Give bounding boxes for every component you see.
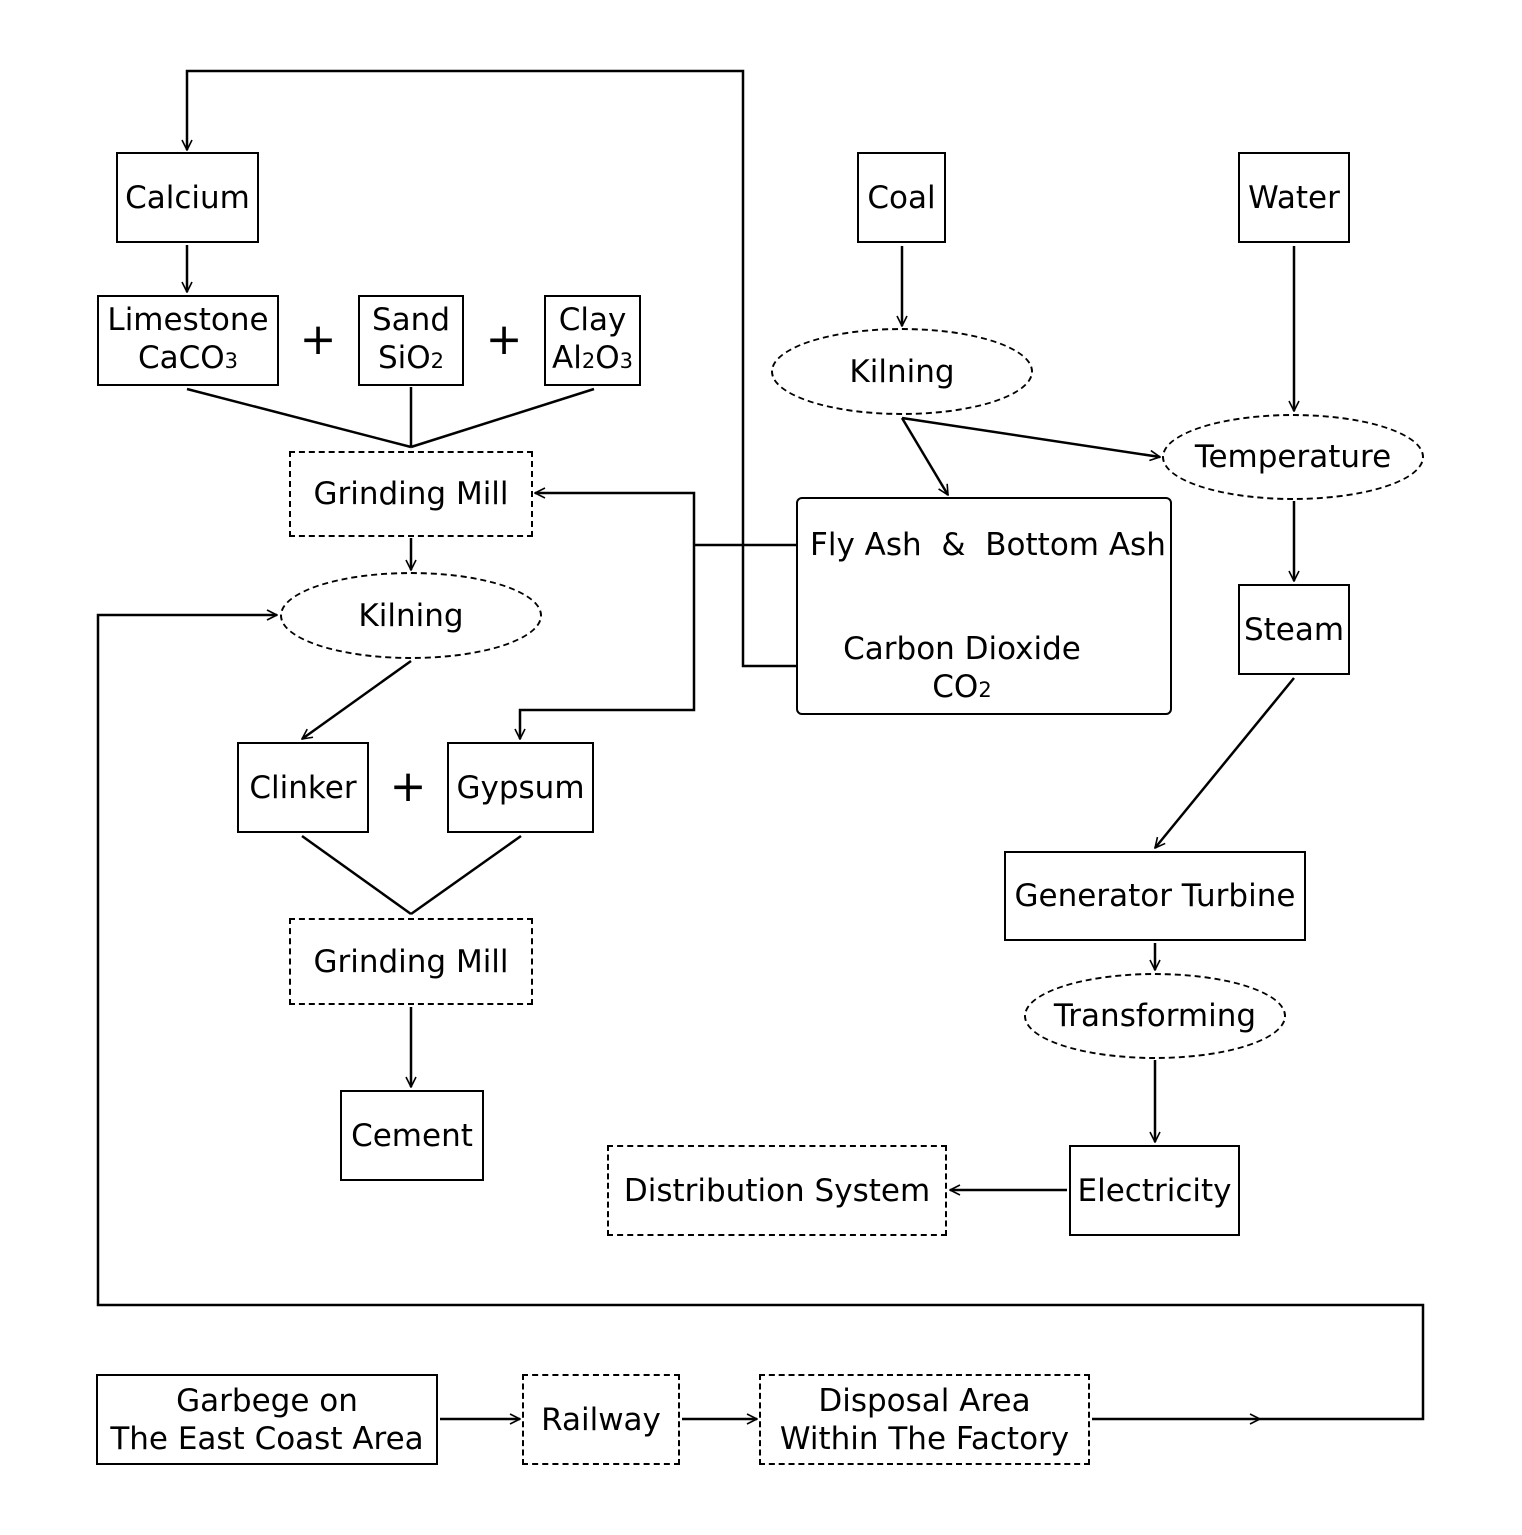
clinker-label: Clinker [249,769,357,806]
temperature-label: Temperature [1194,439,1392,475]
gypsum-label: Gypsum [456,769,585,806]
disposal-label-line2: Within The Factory [779,1420,1070,1457]
disposal-label-line1: Disposal Area [818,1382,1031,1419]
arrow-ash-to-gypsum [520,545,696,739]
line-gypsum-merge [410,834,522,916]
arrow-steam-to-generator [1155,677,1295,848]
arrow-disposal-to-kilning [96,615,1425,1421]
arrow-kilning-to-ash [900,417,950,495]
co2-label: Carbon Dioxide CO2 [843,631,1081,705]
sand-label: Sand [372,302,450,338]
plus-sign: + [389,761,427,812]
clinker-box: Clinker [237,742,369,833]
kilning-power: Kilning [771,328,1033,415]
transforming-ellipse: Transforming [1024,973,1286,1059]
distribution-system-label: Distribution System [623,1172,931,1209]
sand-box: Sand SiO2 [358,295,464,386]
railway-label: Railway [541,1401,661,1438]
transforming-label: Transforming [1053,998,1257,1034]
kilning-cement: Kilning [280,572,542,659]
limestone-formula: CaCO3 [137,340,239,376]
cement-box: Cement [340,1090,484,1181]
grinding-mill-label: Grinding Mill [313,476,509,512]
arrow-kilning-to-temperature [901,416,1160,457]
line-clay-merge [410,387,595,449]
generator-turbine-label: Generator Turbine [1014,878,1296,914]
water-label: Water [1248,179,1340,216]
sand-formula: SiO2 [377,340,445,376]
grinding-mill-2: Grinding Mill [289,918,533,1005]
arrow-ash-to-mill [535,493,696,545]
line-clinker-merge [301,834,412,916]
coal-label: Coal [867,179,936,216]
temperature-ellipse: Temperature [1162,414,1424,500]
electricity-label: Electricity [1077,1172,1232,1209]
grinding-mill-1: Grinding Mill [289,451,533,537]
plus-sign: + [299,314,337,365]
calcium-box: Calcium [116,152,259,243]
arrow-co2-to-calcium [187,69,832,668]
water-box: Water [1238,152,1350,243]
ash-label: Fly Ash & Bottom Ash [810,527,1166,563]
arrow-kilning-to-clinker [302,659,412,739]
railway-box: Railway [522,1374,680,1465]
limestone-label: Limestone [107,302,269,338]
steam-label: Steam [1243,611,1345,648]
gypsum-box: Gypsum [447,742,594,833]
grinding-mill-label: Grinding Mill [313,943,509,980]
cement-label: Cement [351,1117,473,1154]
electricity-box: Electricity [1069,1145,1240,1236]
limestone-box: Limestone CaCO3 [97,295,279,386]
calcium-label: Calcium [125,179,250,216]
garbage-label-line2: The East Coast Area [110,1420,424,1457]
generator-turbine-box: Generator Turbine [1004,851,1306,941]
clay-box: Clay Al2O3 [544,295,641,386]
kilning-label: Kilning [849,353,955,390]
garbage-box: Garbege on The East Coast Area [96,1374,438,1465]
kilning-label: Kilning [358,597,464,634]
clay-label: Clay [558,302,627,338]
byproducts-box [796,497,1172,715]
garbage-label-line1: Garbege on [176,1382,358,1419]
distribution-system-box: Distribution System [607,1145,947,1236]
clay-formula: Al2O3 [552,340,633,376]
disposal-area-box: Disposal Area Within The Factory [759,1374,1090,1465]
steam-box: Steam [1238,584,1350,675]
coal-box: Coal [857,152,946,243]
plus-sign: + [485,314,523,365]
line-limestone-merge [186,387,412,449]
